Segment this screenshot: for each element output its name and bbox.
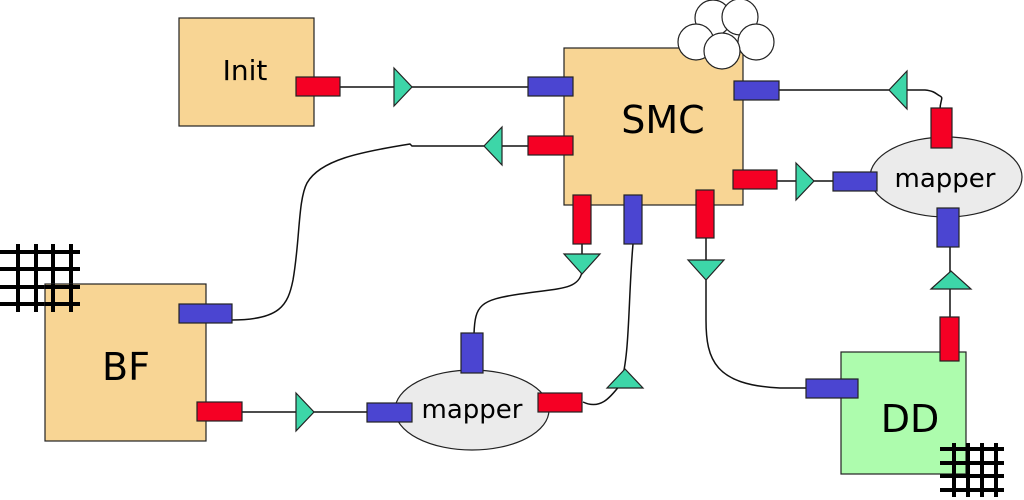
node-init[interactable]: Init [178,17,315,127]
node-bf-label: BF [102,345,150,389]
port-mapper-bottom-in-left[interactable] [366,402,413,423]
wire-smc-to-dd [705,238,806,389]
node-mapper-bottom[interactable]: mapper [394,369,550,451]
port-mapper-bottom-out-right[interactable] [537,392,583,413]
port-smc-out-left[interactable] [527,135,574,156]
port-smc-in-top-left[interactable] [527,76,574,97]
port-smc-in-bottom[interactable] [623,194,643,245]
node-mapper-right[interactable]: mapper [869,136,1023,218]
port-dd-in-left[interactable] [805,378,859,399]
connector-arrow-bf-mapper-bottom[interactable] [295,391,315,433]
ports [178,76,960,423]
port-mapper-right-in-left[interactable] [832,171,878,192]
port-bf-out[interactable] [196,401,243,422]
node-smc-label: SMC [621,98,704,142]
node-mapper-bottom-label: mapper [422,395,523,425]
connectors [295,66,973,433]
node-mapper-right-label: mapper [895,164,996,194]
node-init-label: Init [223,54,268,87]
cloud-icon [677,0,775,70]
node-smc[interactable]: SMC [563,47,744,206]
port-dd-out-top[interactable] [939,316,960,362]
port-smc-in-right[interactable] [733,80,780,101]
wire-smc-to-mapper-bottom [473,244,583,335]
connector-arrow-smc-mapper-right[interactable] [795,161,815,202]
connector-arrow-init-smc[interactable] [393,66,413,108]
node-dd[interactable]: DD [840,351,967,475]
wire-mapper-right-to-smc [778,89,943,111]
port-mapper-right-in-bottom[interactable] [936,207,960,248]
port-init-out[interactable] [295,76,341,97]
port-smc-out-bottom-right[interactable] [695,189,715,239]
connector-arrow-mapper-right-smc[interactable] [888,69,908,111]
connector-arrow-mapper-bottom-smc[interactable] [605,368,645,389]
node-dd-label: DD [881,397,940,441]
connector-arrow-smc-bf[interactable] [483,125,503,167]
connector-arrow-dd-mapper-right[interactable] [929,270,973,290]
connector-arrow-smc-dd[interactable] [686,259,726,281]
port-smc-out-bottom-left[interactable] [572,194,592,245]
connector-arrow-smc-mapper-bottom[interactable] [562,253,602,275]
port-bf-in[interactable] [178,303,233,324]
port-mapper-bottom-in-top[interactable] [460,332,484,374]
grid-icon-dd [940,443,1004,497]
port-smc-out-right[interactable] [732,169,778,190]
port-mapper-right-out-top[interactable] [930,107,953,149]
wire-smc-to-bf [231,143,548,321]
grid-icon-bf-overlay [45,284,80,312]
